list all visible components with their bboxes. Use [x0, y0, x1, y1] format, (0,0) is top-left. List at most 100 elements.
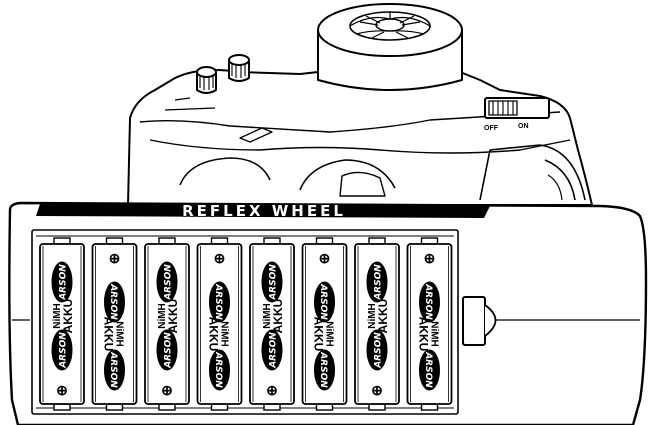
latch-tab — [462, 296, 497, 346]
type-text: AKKU — [417, 317, 431, 352]
brand-label: ARSON — [269, 332, 279, 369]
logo-oval — [314, 349, 335, 391]
switch-label-off: OFF — [484, 125, 499, 132]
brand-label: ARSON — [423, 351, 433, 388]
battery-edge-lines — [147, 246, 187, 402]
battery-body — [144, 243, 190, 405]
battery-edge-lines — [410, 246, 449, 402]
type-text: AKKU — [376, 299, 390, 334]
chem-text: NiMH — [157, 303, 168, 329]
battery-edge-lines — [42, 246, 82, 402]
brand-label: ARSON — [164, 332, 174, 369]
logo-oval — [104, 349, 125, 391]
brand-logo: ARSON — [209, 281, 230, 323]
battery-edge-lines — [95, 246, 134, 402]
logo-oval — [366, 261, 388, 303]
type-text: AKKU — [102, 317, 116, 352]
chem-text: NiMH — [219, 321, 230, 347]
battery-edge-lines — [252, 246, 292, 402]
brand-label: ARSON — [318, 351, 328, 388]
chem-text: NiMH — [52, 303, 63, 329]
chem-text: NiMH — [429, 321, 440, 347]
plus-symbol: ⊕ — [161, 382, 173, 398]
brand-logo: ARSON — [419, 349, 440, 391]
brand-label: ARSON — [59, 264, 69, 301]
brand-logo: ARSON — [209, 349, 230, 391]
brand-logo: ARSON — [314, 349, 335, 391]
logo-oval — [156, 329, 178, 371]
brand-label: ARSON — [318, 283, 328, 320]
chem-text: NiMH — [367, 303, 378, 329]
brand-logo: ARSON — [261, 329, 283, 371]
plus-symbol: ⊕ — [266, 382, 278, 398]
logo-oval — [156, 261, 178, 303]
logo-oval — [314, 281, 335, 323]
battery-body — [354, 243, 400, 405]
chem-text: NiMH — [324, 321, 335, 347]
plus-symbol: ⊕ — [319, 250, 331, 266]
brand-label: ARSON — [164, 264, 174, 301]
brand-logo: ARSON — [51, 261, 73, 303]
battery-row: ⊕ARSONARSONNiMHAKKU⊕ARSONARSONNiMHAKKU⊕A… — [39, 237, 453, 411]
trim-knob-right — [228, 54, 250, 82]
brand-logo: ARSON — [419, 281, 440, 323]
logo-oval — [104, 281, 125, 323]
switch-label-on: ON — [518, 123, 529, 130]
battery-body — [406, 243, 453, 405]
trim-knob-left — [196, 66, 217, 94]
brand-logo: ARSON — [366, 261, 388, 303]
brand-logo: ARSON — [261, 261, 283, 303]
brand-logo: ARSON — [104, 349, 125, 391]
type-text: AKKU — [271, 299, 285, 334]
plus-symbol: ⊕ — [424, 250, 436, 266]
plus-symbol: ⊕ — [109, 250, 121, 266]
battery-body — [301, 243, 348, 405]
title-text: REFLEX WHEEL — [182, 202, 346, 220]
logo-oval — [209, 349, 230, 391]
plus-symbol: ⊕ — [371, 382, 383, 398]
battery-body — [91, 243, 138, 405]
type-text: AKKU — [207, 317, 221, 352]
logo-oval — [209, 281, 230, 323]
brand-label: ARSON — [213, 351, 223, 388]
brand-label: ARSON — [59, 332, 69, 369]
type-text: AKKU — [312, 317, 326, 352]
brand-label: ARSON — [108, 351, 118, 388]
chem-text: NiMH — [114, 321, 125, 347]
battery-body — [249, 243, 295, 405]
brand-logo: ARSON — [156, 261, 178, 303]
brand-label: ARSON — [269, 264, 279, 301]
logo-oval — [51, 261, 73, 303]
power-switch — [484, 97, 550, 119]
brand-logo: ARSON — [366, 329, 388, 371]
logo-oval — [261, 261, 283, 303]
plus-symbol: ⊕ — [214, 250, 226, 266]
brand-logo: ARSON — [51, 329, 73, 371]
brand-label: ARSON — [108, 283, 118, 320]
battery-body — [196, 243, 243, 405]
brand-label: ARSON — [374, 332, 384, 369]
brand-label: ARSON — [374, 264, 384, 301]
type-text: AKKU — [166, 299, 180, 334]
logo-oval — [261, 329, 283, 371]
chem-text: NiMH — [262, 303, 273, 329]
steering-wheel — [317, 3, 463, 91]
logo-oval — [51, 329, 73, 371]
type-text: AKKU — [61, 299, 75, 334]
